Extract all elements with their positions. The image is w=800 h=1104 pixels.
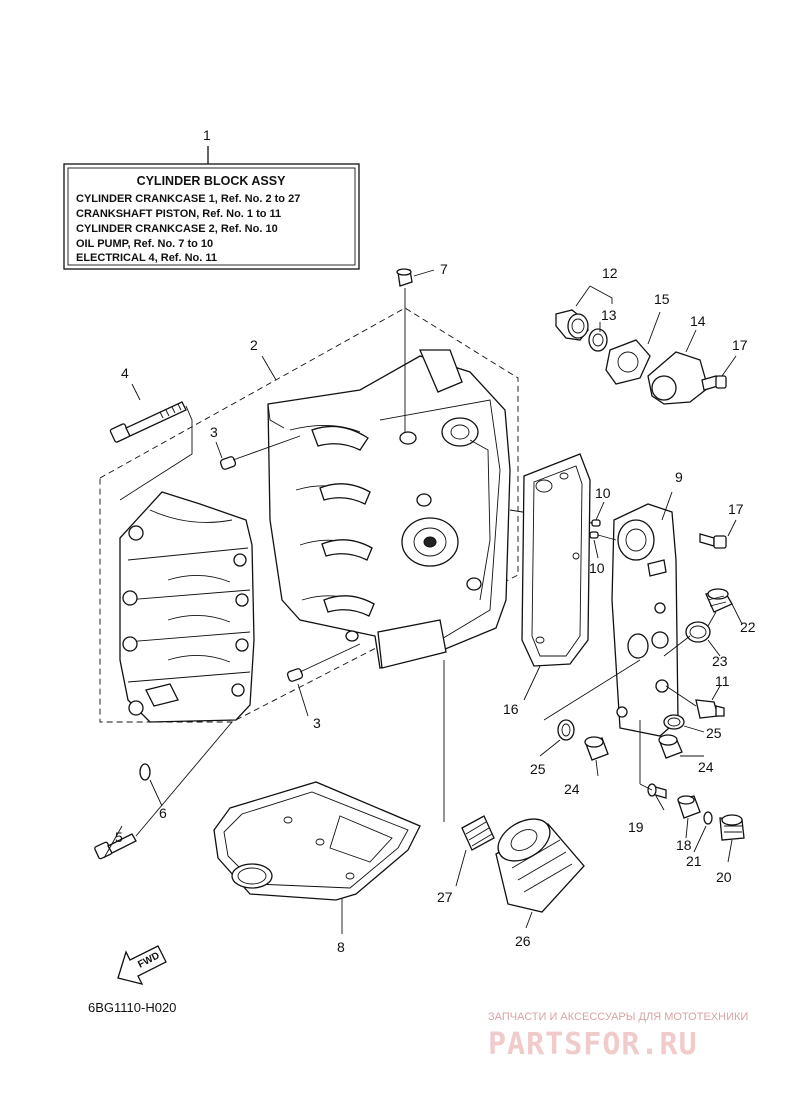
- label-box-line: CYLINDER CRANKCASE 1, Ref. No. 2 to 27: [76, 193, 300, 205]
- callout-24: 24: [564, 781, 580, 797]
- callout-13: 13: [601, 307, 617, 323]
- watermark: ЗАПЧАСТИ И АКСЕССУАРЫ ДЛЯ МОТОТЕХНИКИ PA…: [488, 1011, 748, 1062]
- callout-26: 26: [515, 933, 531, 949]
- sender-part-19: [639, 720, 667, 799]
- label-box-line: CYLINDER CRANKCASE 2, Ref. No. 10: [76, 223, 278, 235]
- collar-part-18: [677, 795, 701, 819]
- oil-filter-part-26: [495, 818, 585, 929]
- callout-17: 17: [732, 337, 748, 353]
- callout-14: 14: [690, 313, 706, 329]
- plug-part-20: [719, 814, 745, 841]
- leader-lines: [103, 322, 743, 887]
- dowel-pins: [219, 435, 361, 682]
- bolt-part-17-mid: [699, 519, 737, 549]
- sender-part-11: [665, 685, 725, 719]
- callout-19: 19: [628, 819, 644, 835]
- washer-part-21: [703, 811, 713, 825]
- callout-18: 18: [676, 837, 692, 853]
- washer-part-6: [139, 763, 151, 781]
- gasket-part-23: [663, 621, 711, 657]
- thermostat-cover-part-14: [647, 329, 709, 405]
- washer-part-25-left: [543, 659, 641, 741]
- callout-6: 6: [159, 805, 167, 821]
- bolt-part-17-top: [701, 355, 737, 391]
- plug-part-24-left: [584, 736, 609, 761]
- callout-3: 3: [313, 715, 321, 731]
- plug-part-7: [396, 268, 435, 432]
- callout-5: 5: [115, 829, 123, 845]
- fwd-arrow-icon: FWD: [117, 945, 167, 985]
- callout-12: 12: [602, 265, 618, 281]
- crankcase-left: [119, 491, 255, 723]
- watermark-tagline: ЗАПЧАСТИ И АКСЕССУАРЫ ДЛЯ МОТОТЕХНИКИ: [488, 1011, 748, 1023]
- callout-3: 3: [210, 424, 218, 440]
- label-box-line: OIL PUMP, Ref. No. 7 to 10: [76, 238, 213, 250]
- callout-27: 27: [437, 889, 453, 905]
- callout-1: 1: [203, 127, 211, 143]
- gasket-part-13: [588, 328, 608, 352]
- plug-part-24-right: [658, 734, 683, 759]
- oil-pump-part-9: [611, 491, 679, 737]
- assembly-dashed-outline: [99, 307, 519, 723]
- callout-22: 22: [740, 619, 756, 635]
- label-box-title: CYLINDER BLOCK ASSY: [137, 174, 287, 188]
- union-bolt-part-27: [443, 660, 495, 851]
- callout-4: 4: [121, 365, 129, 381]
- callout-16: 16: [503, 701, 519, 717]
- gasket-part-8: [213, 781, 421, 934]
- bolt-part-4: [109, 401, 193, 501]
- label-box: CYLINDER BLOCK ASSY CYLINDER CRANKCASE 1…: [63, 146, 360, 270]
- callout-9: 9: [675, 469, 683, 485]
- callout-7: 7: [440, 261, 448, 277]
- callout-23: 23: [712, 653, 728, 669]
- cylinder-block: [267, 349, 511, 669]
- callout-11: 11: [715, 673, 730, 689]
- thermostat-part-12: [555, 285, 613, 341]
- callout-8: 8: [337, 939, 345, 955]
- callout-10: 10: [589, 560, 605, 576]
- callout-25: 25: [530, 761, 546, 777]
- callout-10: 10: [595, 485, 611, 501]
- gasket-part-16: [521, 453, 591, 701]
- callouts: 1 2 3 3 4 5 6 7 8 9 10 10 11 12 13 14 15…: [115, 127, 756, 955]
- label-box-line: ELECTRICAL 4, Ref. No. 11: [76, 252, 217, 264]
- callout-20: 20: [716, 869, 732, 885]
- watermark-site: PARTSFOR.RU: [488, 1027, 698, 1062]
- callout-15: 15: [654, 291, 670, 307]
- callout-25: 25: [706, 725, 722, 741]
- plug-part-22: [705, 588, 733, 627]
- label-box-line: CRANKSHAFT PISTON, Ref. No. 1 to 11: [76, 208, 281, 220]
- callout-2: 2: [250, 337, 258, 353]
- callout-17: 17: [728, 501, 744, 517]
- callout-24: 24: [698, 759, 714, 775]
- gasket-part-15: [605, 311, 661, 385]
- callout-21: 21: [686, 853, 702, 869]
- washer-part-25-right: [663, 714, 685, 730]
- diagram-code: 6BG1110-H020: [88, 1000, 176, 1015]
